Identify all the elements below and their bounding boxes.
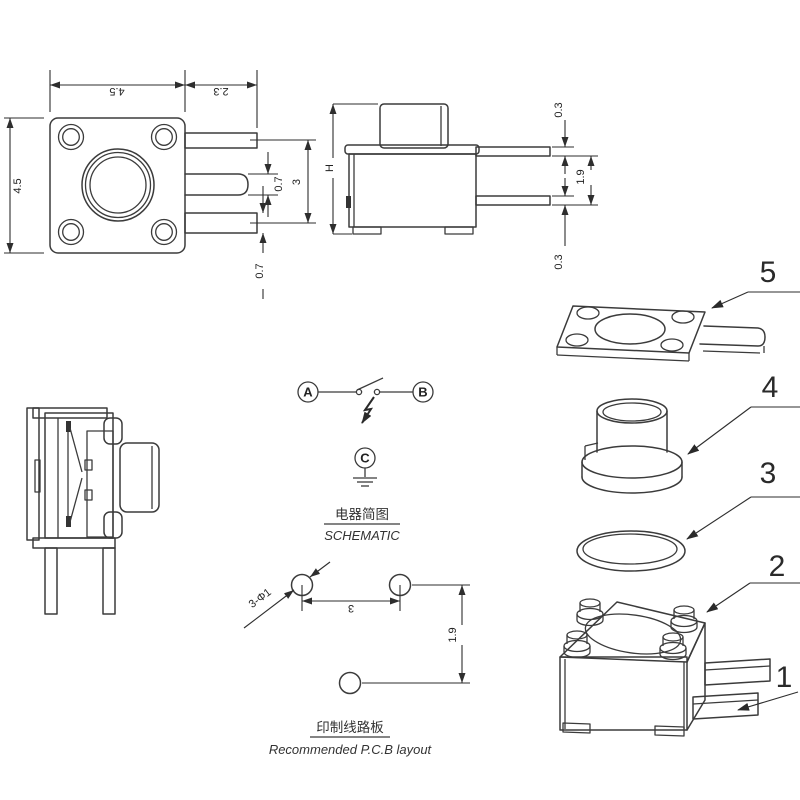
base-post — [670, 605, 698, 634]
dim-front-pin-spacing: 3 — [291, 179, 303, 185]
dim-front-stub-width: 0.7 — [273, 176, 285, 191]
pcb-caption-en: Recommended P.C.B layout — [269, 742, 433, 757]
front-view: 4.5 2.3 4.5 0.7 3 0.7 — [4, 70, 316, 299]
part-cover-plate — [556, 305, 766, 362]
part-number-2: 2 — [769, 550, 786, 583]
schematic-caption-en: SCHEMATIC — [324, 528, 400, 543]
side-view-body — [344, 103, 551, 235]
schematic-caption-zh: 电器简图 — [335, 506, 389, 523]
dim-front-width: 4.5 — [109, 85, 124, 97]
part-callouts: 5 4 3 2 1 — [686, 256, 800, 711]
dim-pcb-spacing-x: 3 — [348, 602, 354, 614]
front-view-body — [49, 117, 186, 254]
side-view-dimensions: H 0.3 1.9 0.3 — [324, 102, 598, 270]
schematic-terminal-c: C — [360, 451, 370, 466]
pcb-caption-zh: 印制线路板 — [316, 720, 384, 736]
schematic-terminal-a: A — [303, 385, 313, 400]
dim-side-pin-bottom: 0.3 — [553, 254, 565, 269]
base-post — [659, 632, 687, 661]
part-number-3: 3 — [760, 457, 777, 490]
schematic: A B C 电器简图 SCHEMATIC — [297, 377, 434, 543]
part-number-1: 1 — [776, 661, 793, 694]
dim-front-pin-width: 0.7 — [254, 263, 266, 278]
side-view: H 0.3 1.9 0.3 — [324, 102, 598, 270]
base-post — [563, 630, 591, 659]
dim-pcb-spacing-y: 1.9 — [447, 627, 459, 642]
schematic-terminal-b: B — [418, 385, 427, 400]
dim-front-pin-length: 2.3 — [213, 85, 228, 97]
dim-side-total-height: H — [324, 164, 336, 172]
part-plunger — [581, 398, 683, 494]
assembled-side-view — [26, 407, 160, 615]
dim-side-pin-top: 0.3 — [553, 102, 565, 117]
actuation-arrow — [361, 396, 375, 424]
base-post — [576, 598, 604, 627]
dim-pcb-holes: 3-Φ1 — [247, 586, 274, 610]
front-view-dimensions: 4.5 2.3 4.5 0.7 3 0.7 — [4, 70, 316, 299]
dim-side-pin-gap: 1.9 — [575, 169, 587, 184]
pcb-layout: 3-Φ1 3 1.9 印制线路板 Recommended P.C.B layou… — [243, 561, 470, 757]
part-dome — [576, 530, 686, 572]
part-base — [559, 598, 771, 737]
dim-front-height: 4.5 — [12, 178, 24, 193]
part-number-4: 4 — [762, 371, 779, 404]
part-number-5: 5 — [760, 256, 777, 289]
front-view-pins — [184, 132, 258, 234]
exploded-view: 5 4 3 2 1 — [556, 256, 800, 737]
